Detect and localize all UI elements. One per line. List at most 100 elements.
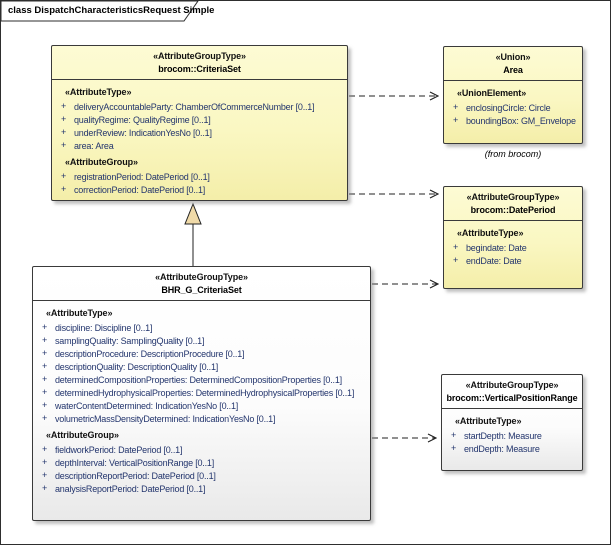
attribute-row: +endDate: Date — [444, 254, 582, 267]
section-stereotype-label: «AttributeType» — [46, 308, 113, 318]
attribute-row: + endDepth: Measure — [442, 442, 582, 455]
attribute-text: descriptionQuality: DescriptionQuality [… — [55, 362, 219, 372]
section-stereotype-label: «UnionElement» — [457, 88, 527, 98]
class-stereotype: «AttributeGroupType» — [466, 192, 560, 202]
class-attributes: «AttributeType» + deliveryAccountableParty… — [52, 80, 347, 196]
attribute-row: + determinedHydrophysicalProperties: Dete… — [33, 386, 370, 399]
attribute-row: + enclosingCircle: Circle — [444, 101, 582, 114]
visibility-plus: + — [61, 140, 67, 150]
visibility-plus: + — [42, 400, 48, 410]
visibility-plus: + — [42, 374, 48, 384]
attribute-text: determinedHydrophysicalProperties: Deter… — [55, 388, 355, 398]
attribute-row: + descriptionProcedure: DescriptionProced… — [33, 347, 370, 360]
visibility-plus: + — [453, 242, 459, 252]
generalization-triangle-icon — [184, 202, 202, 225]
class-header: «AttributeGroupType» brocom::CriteriaSet — [52, 46, 347, 80]
visibility-plus: + — [451, 430, 457, 440]
class-header: «AttributeGroupType» brocom::VerticalPos… — [442, 375, 582, 409]
attribute-row: + underReview: IndicationYesNo [0..1] — [52, 126, 347, 139]
attribute-text: discipline: Discipline [0..1] — [55, 323, 153, 333]
class-box-brocom-dateperiod: «AttributeGroupType» brocom::DatePeriod … — [443, 186, 583, 289]
attribute-text: samplingQuality: SamplingQuality [0..1] — [55, 336, 205, 346]
visibility-plus: + — [453, 255, 459, 265]
visibility-plus: + — [61, 127, 67, 137]
attribute-row: + descriptionQuality: DescriptionQuality … — [33, 360, 370, 373]
class-box-brocom-verticalpositionrange: «AttributeGroupType» brocom::VerticalPos… — [441, 374, 583, 471]
attribute-row: + startDepth: Measure — [442, 429, 582, 442]
attribute-row: +boundingBox: GM_Envelope — [444, 114, 582, 127]
class-name: brocom::VerticalPositionRange — [446, 393, 578, 403]
attribute-text: waterContentDetermined: IndicationYesNo … — [55, 401, 239, 411]
class-header: «AttributeGroupType» brocom::DatePeriod — [444, 187, 582, 221]
visibility-plus: + — [42, 483, 48, 493]
attribute-row: + fieldworkPeriod: DatePeriod [0..1] — [33, 443, 370, 456]
attribute-text: determinedCompositionProperties: Determi… — [55, 375, 342, 385]
visibility-plus: + — [61, 101, 67, 111]
attribute-text: fieldworkPeriod: DatePeriod [0..1] — [55, 445, 183, 455]
attribute-text: begindate: Date — [466, 243, 527, 253]
attribute-text: analysisReportPeriod: DatePeriod [0..1] — [55, 484, 206, 494]
attribute-row: + deliveryAccountableParty: ChamberOfComm… — [52, 100, 347, 113]
visibility-plus: + — [451, 443, 457, 453]
attribute-text: area: Area — [74, 141, 114, 151]
section-stereotype-label: «AttributeType» — [457, 228, 524, 238]
attribute-row: + discipline: Discipline [0..1] — [33, 321, 370, 334]
visibility-plus: + — [42, 387, 48, 397]
class-name: BHR_G_CriteriaSet — [161, 285, 242, 295]
class-box-area: «Union» Area «UnionElement» + enclosingCir… — [443, 46, 583, 144]
attribute-text: volumetricMassDensityDetermined: Indicat… — [55, 414, 276, 424]
attribute-row: +depthInterval: VerticalPositionRange [0… — [33, 456, 370, 469]
attribute-row: + analysisReportPeriod: DatePeriod [0..1] — [33, 482, 370, 495]
class-stereotype: «AttributeGroupType» — [153, 51, 246, 61]
class-name: brocom::DatePeriod — [470, 205, 556, 215]
visibility-plus: + — [42, 470, 48, 480]
attribute-row: + registrationPeriod: DatePeriod [0..1] — [52, 170, 347, 183]
attribute-row: + descriptionReportPeriod: DatePeriod [0.… — [33, 469, 370, 482]
attribute-text: boundingBox: GM_Envelope — [466, 116, 576, 126]
visibility-plus: + — [453, 102, 459, 112]
attribute-row: +correctionPeriod: DatePeriod [0..1] — [52, 183, 347, 196]
class-attributes: «AttributeType» + discipline: Discipline [… — [33, 301, 370, 495]
visibility-plus: + — [42, 413, 48, 423]
visibility-plus: + — [42, 335, 48, 345]
frame-title: class DispatchCharacteristicsRequest Sim… — [8, 5, 215, 16]
class-attributes: «AttributeType» + startDepth: Measure + endD… — [442, 409, 582, 455]
attribute-row: +qualityRegime: QualityRegime [0..1] — [52, 113, 347, 126]
class-name: Area — [503, 65, 523, 75]
visibility-plus: + — [42, 361, 48, 371]
class-header: «AttributeGroupType» BHR_G_CriteriaSet — [33, 267, 370, 301]
visibility-plus: + — [42, 457, 48, 467]
visibility-plus: + — [42, 444, 48, 454]
attribute-text: enclosingCircle: Circle — [466, 103, 551, 113]
visibility-plus: + — [42, 322, 48, 332]
attribute-row: + begindate: Date — [444, 241, 582, 254]
attribute-text: descriptionProcedure: DescriptionProcedu… — [55, 349, 245, 359]
attribute-text: correctionPeriod: DatePeriod [0..1] — [74, 185, 206, 195]
attribute-text: deliveryAccountableParty: ChamberOfComme… — [74, 102, 315, 112]
section-stereotype-label: «AttributeType» — [455, 416, 522, 426]
class-stereotype: «AttributeGroupType» — [465, 380, 559, 390]
class-attributes: «AttributeType» + begindate: Date+endDate:… — [444, 221, 582, 267]
attribute-row: + waterContentDetermined: IndicationYesNo… — [33, 399, 370, 412]
visibility-plus: + — [42, 348, 48, 358]
class-stereotype: «Union» — [495, 52, 531, 62]
visibility-plus: + — [61, 114, 67, 124]
class-box-brocom-criteriaset: «AttributeGroupType» brocom::CriteriaSet… — [51, 45, 348, 201]
class-header: «Union» Area — [444, 47, 582, 81]
attribute-text: startDepth: Measure — [464, 431, 542, 441]
section-stereotype-label: «AttributeGroup» — [65, 157, 138, 167]
attribute-text: registrationPeriod: DatePeriod [0..1] — [74, 172, 210, 182]
section-stereotype-label: «AttributeType» — [65, 87, 132, 97]
section-stereotype-label: «AttributeGroup» — [46, 430, 119, 440]
attribute-row: + volumetricMassDensityDetermined: Indica… — [33, 412, 370, 425]
attribute-row: + area: Area — [52, 139, 347, 152]
attribute-text: underReview: IndicationYesNo [0..1] — [74, 128, 212, 138]
visibility-plus: + — [61, 171, 67, 181]
attribute-text: endDepth: Measure — [464, 444, 540, 454]
attribute-text: descriptionReportPeriod: DatePeriod [0..… — [55, 471, 216, 481]
class-box-bhr-g-criteriaset: «AttributeGroupType» BHR_G_CriteriaSet «… — [32, 266, 371, 521]
class-name: brocom::CriteriaSet — [158, 64, 241, 74]
attribute-row: + samplingQuality: SamplingQuality [0..1] — [33, 334, 370, 347]
from-package-note: (from brocom) — [484, 149, 542, 159]
